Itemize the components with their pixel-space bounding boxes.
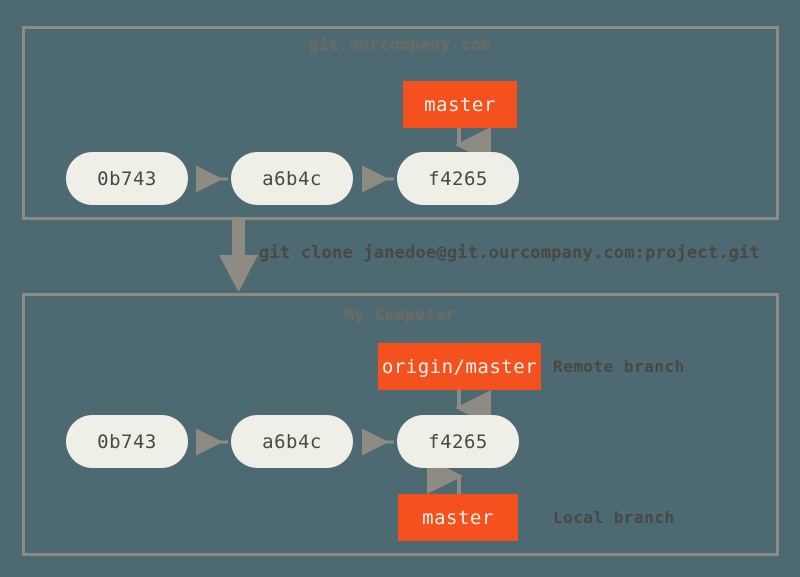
local-group-caption: My Computer <box>344 305 456 324</box>
commit-node[interactable]: 0b743 <box>66 415 188 468</box>
local-group-box <box>22 293 779 556</box>
clone-flow-arrow <box>219 220 258 292</box>
local-branch-annotation: Local branch <box>553 508 675 527</box>
commit-node[interactable]: f4265 <box>397 415 519 468</box>
server-group-box <box>22 26 779 220</box>
commit-node[interactable]: 0b743 <box>66 152 188 205</box>
server-group-caption: git.ourcompany.com <box>308 35 492 54</box>
remote-branch-annotation: Remote branch <box>553 357 685 376</box>
commit-node[interactable]: f4265 <box>397 152 519 205</box>
commit-node[interactable]: a6b4c <box>231 152 353 205</box>
branch-label-local-master[interactable]: master <box>398 494 518 541</box>
commit-node[interactable]: a6b4c <box>231 415 353 468</box>
branch-label-origin-master[interactable]: origin/master <box>378 343 541 390</box>
clone-command-text: git clone janedoe@git.ourcompany.com:pro… <box>259 243 760 263</box>
branch-label-master[interactable]: master <box>403 81 517 128</box>
